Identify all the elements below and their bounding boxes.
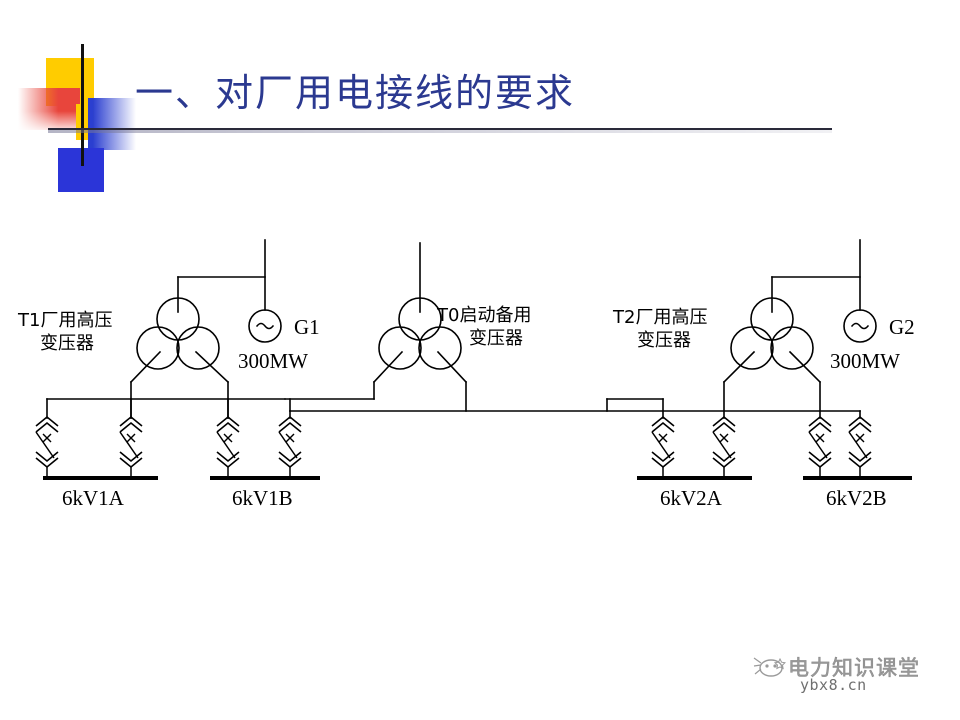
decor-red-fade (18, 88, 80, 130)
t2-leg-right (788, 350, 822, 384)
label-generator-g1-rating: 300MW (238, 349, 308, 373)
t1-leg-left (129, 350, 162, 384)
watermark-logo-icon (753, 657, 786, 677)
label-t0-line1: T0启动备用 (437, 305, 532, 326)
watermark-text: 电力知识课堂 (788, 656, 920, 681)
label-transformer-t0: T0启动备用 变压器 (437, 305, 531, 350)
label-generator-g2-rating: 300MW (830, 349, 900, 373)
breaker-6kv1a-2[interactable] (119, 416, 143, 479)
breaker-6kv2b-1[interactable] (808, 416, 832, 479)
breaker-6kv1b-1[interactable] (216, 416, 240, 479)
label-generator-g2: G2 (889, 315, 915, 339)
label-t1-line2: 变压器 (40, 332, 94, 354)
generator-g1 (248, 309, 282, 343)
title-underline-shadow (48, 130, 832, 133)
breaker-6kv2a-2[interactable] (712, 416, 736, 479)
label-busbar-6kv1a: 6kV1A (62, 486, 124, 510)
t1-leg-right (194, 350, 230, 384)
label-busbar-6kv2a: 6kV2A (660, 486, 722, 510)
t0-leg-left (372, 350, 404, 384)
t0-leg-right (436, 350, 468, 384)
breaker-6kv2a-1[interactable] (651, 416, 675, 479)
label-t1-line1: T1厂用高压 (18, 310, 113, 331)
label-t2-line2: 变压器 (637, 329, 691, 351)
label-busbar-6kv2b: 6kV2B (826, 486, 887, 510)
label-generator-g1: G1 (294, 315, 320, 339)
label-transformer-t1: T1厂用高压 变压器 (18, 310, 112, 355)
decor-blue-gradient (88, 98, 136, 150)
t2-leg-left (722, 350, 756, 384)
label-busbar-6kv1b: 6kV1B (232, 486, 293, 510)
breaker-6kv2b-2[interactable] (848, 416, 872, 479)
breaker-6kv1a-1[interactable] (35, 416, 59, 479)
label-transformer-t2: T2厂用高压 变压器 (613, 307, 707, 352)
watermark-site: ybx8.cn (800, 676, 867, 694)
page-title: 一、对厂用电接线的要求 (135, 71, 576, 115)
decor-vertical-bar (81, 44, 84, 166)
generator-g2 (843, 309, 877, 343)
label-t0-line2: 变压器 (469, 327, 523, 349)
label-t2-line1: T2厂用高压 (613, 307, 708, 328)
title-underline (48, 128, 832, 130)
breaker-6kv1b-2[interactable] (278, 416, 302, 479)
watermark: 电力知识课堂 ybx8.cn (752, 652, 952, 710)
